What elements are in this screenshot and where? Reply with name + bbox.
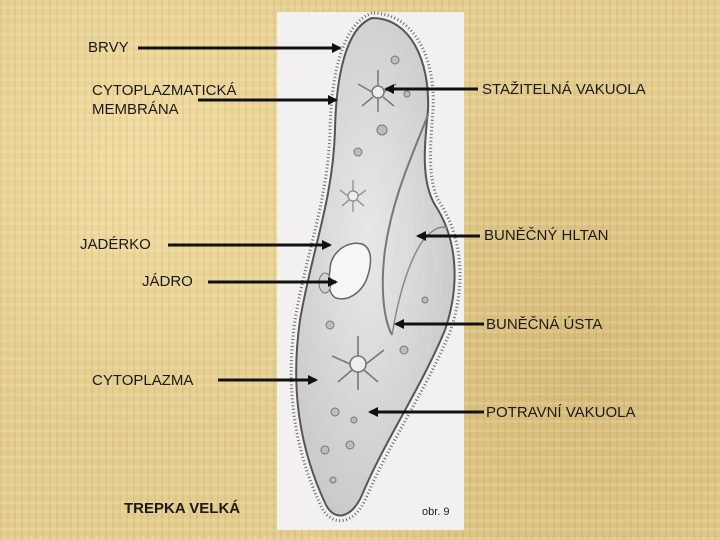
label-cytoplazma: CYTOPLAZMA (92, 372, 194, 389)
paramecium-body (295, 16, 456, 517)
label-membrana-line1: CYTOPLAZMATICKÁ (92, 82, 237, 99)
cytopharynx (391, 226, 449, 336)
pointer-arrows (138, 43, 484, 417)
label-hltan: BUNĚČNÝ HLTAN (484, 227, 609, 244)
label-vakuola: STAŽITELNÁ VAKUOLA (482, 81, 646, 98)
label-brvy: BRVY (88, 39, 129, 56)
label-usta: BUNĚČNÁ ÚSTA (486, 316, 603, 333)
food-vacuoles (320, 55, 429, 484)
label-potravni: POTRAVNÍ VAKUOLA (486, 404, 636, 421)
macronucleus (328, 242, 372, 300)
figure-caption: TREPKA VELKÁ (124, 500, 241, 517)
label-jadro: JÁDRO (142, 273, 193, 290)
label-jaderko: JADÉRKO (80, 236, 151, 253)
contractile-vacuole-bottom (331, 336, 385, 390)
figure-number: obr. 9 (422, 506, 450, 518)
oral-groove (381, 114, 429, 336)
contractile-vacuole-mid (339, 180, 367, 212)
label-membrana-line2: MEMBRÁNA (92, 101, 179, 118)
